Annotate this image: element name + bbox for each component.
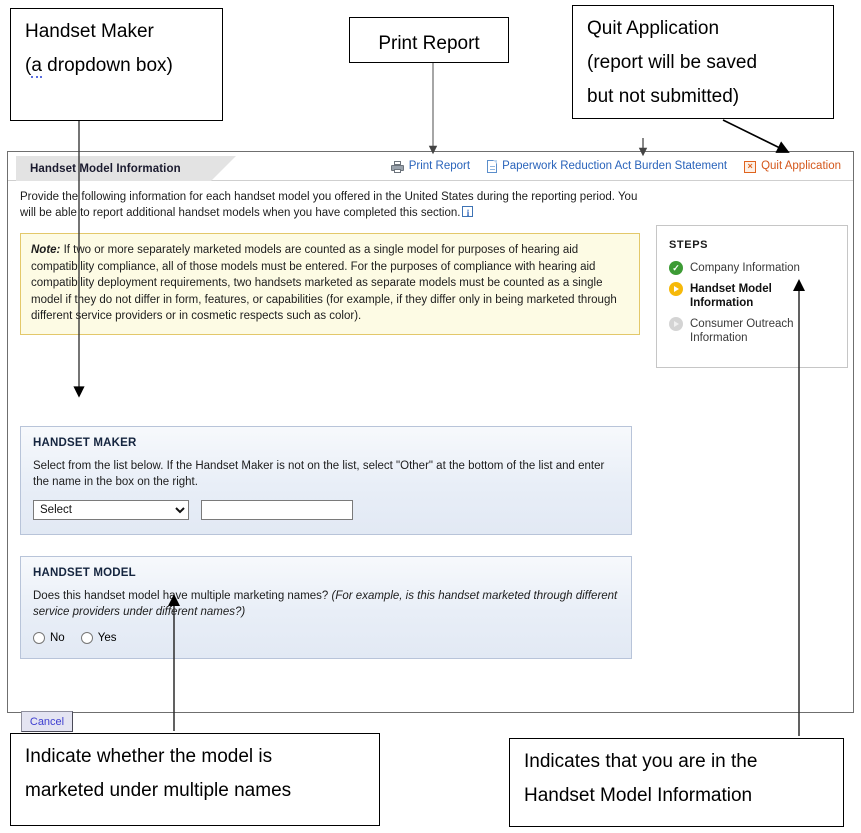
annotation-rest: dropdown box) [41,55,173,76]
annotation-line: Handset Model Information [524,785,753,806]
annotation-line: (a dropdown box) [25,49,208,83]
multiple-names-radio-group: No Yes [33,632,619,644]
question-text: Does this handset model have multiple ma… [33,590,332,602]
arrow-circle-icon [669,282,683,296]
radio-label-yes: Yes [97,632,117,644]
quit-glyph: × [747,161,753,171]
annotation-underlined-a: a [31,55,42,78]
annotation-line: Print Report [378,33,480,54]
annotation-steps-indicator: Indicates that you are in the Handset Mo… [509,738,844,827]
quit-icon: × [744,160,757,173]
annotation-multiple-names: Indicate whether the model is marketed u… [10,733,380,826]
annotation-paren: ( [25,55,32,76]
note-box: Note: If two or more separately marketed… [20,233,640,335]
content-column: Provide the following information for ea… [20,189,642,335]
paperwork-statement-label: Paperwork Reduction Act Burden Statement [502,159,728,172]
annotation-line: Indicate whether the model is [25,746,273,767]
annotation-line: but not submitted) [587,86,740,107]
header-toolbar: Print Report Paperwork Reduction Act Bur… [390,152,841,181]
handset-maker-other-input[interactable] [201,500,353,520]
arrow-circle-disabled-icon [669,317,683,331]
radio-input-yes[interactable] [80,632,93,644]
radio-option-no[interactable]: No [33,632,65,644]
section-handset-maker-title: HANDSET MAKER [33,437,137,449]
section-handset-maker: HANDSET MAKER Select from the list below… [20,426,632,535]
info-icon[interactable] [462,205,474,221]
annotation-line: (report will be saved [587,52,758,73]
section-handset-model-question: Does this handset model have multiple ma… [33,588,619,620]
document-icon [487,160,498,173]
annotation-handset-maker: Handset Maker (a dropdown box) [10,8,223,121]
step-label: Company Information [690,262,800,274]
handset-maker-field-row: Select [33,500,619,520]
step-label: Consumer Outreach Information [690,318,794,344]
application-window: Handset Model Information Print Report P… [7,151,854,732]
tab-handset-model-information[interactable]: Handset Model Information [16,156,236,181]
app-header: Handset Model Information Print Report P… [8,152,853,181]
note-label: Note: [31,244,61,256]
step-item-handset-model-information[interactable]: Handset Model Information [669,282,835,310]
check-circle-icon: ✓ [669,261,683,275]
annotation-line: Indicates that you are in the [524,751,758,772]
note-text: If two or more separately marketed model… [31,244,617,322]
step-label: Handset Model Information [690,283,772,309]
print-report-link[interactable]: Print Report [390,159,471,173]
tab-label: Handset Model Information [30,162,181,175]
annotation-print-report: Print Report [349,17,509,63]
annotation-line: Handset Maker [25,21,154,42]
section-handset-model-title: HANDSET MODEL [33,567,136,579]
question-example: (For example, is this handset marketed t… [33,590,618,618]
intro-paragraph: Provide the following information for ea… [20,189,640,221]
radio-option-yes[interactable]: Yes [80,632,117,644]
step-item-company-information[interactable]: ✓ Company Information [669,261,835,275]
intro-text: Provide the following information for ea… [20,191,638,219]
step-item-consumer-outreach-information[interactable]: Consumer Outreach Information [669,317,835,345]
radio-label-no: No [50,632,65,644]
annotation-line: marketed under multiple names [25,780,292,801]
section-handset-maker-description: Select from the list below. If the Hands… [33,460,605,488]
handset-maker-select[interactable]: Select [33,500,189,520]
annotation-quit-application: Quit Application (report will be saved b… [572,5,834,119]
quit-application-label: Quit Application [761,159,841,172]
steps-heading: STEPS [669,239,709,251]
annotation-line: Quit Application [587,18,720,39]
paperwork-reduction-act-link[interactable]: Paperwork Reduction Act Burden Statement [487,160,727,173]
steps-panel: STEPS ✓ Company Information Handset Mode… [656,225,848,368]
cancel-button[interactable]: Cancel [21,711,73,732]
section-handset-model: HANDSET MODEL Does this handset model ha… [20,556,632,659]
arrow-quit-application [722,119,790,153]
radio-input-no[interactable] [33,632,45,644]
printer-icon [390,160,404,173]
quit-application-link[interactable]: × Quit Application [744,159,841,173]
print-report-label: Print Report [408,159,471,172]
